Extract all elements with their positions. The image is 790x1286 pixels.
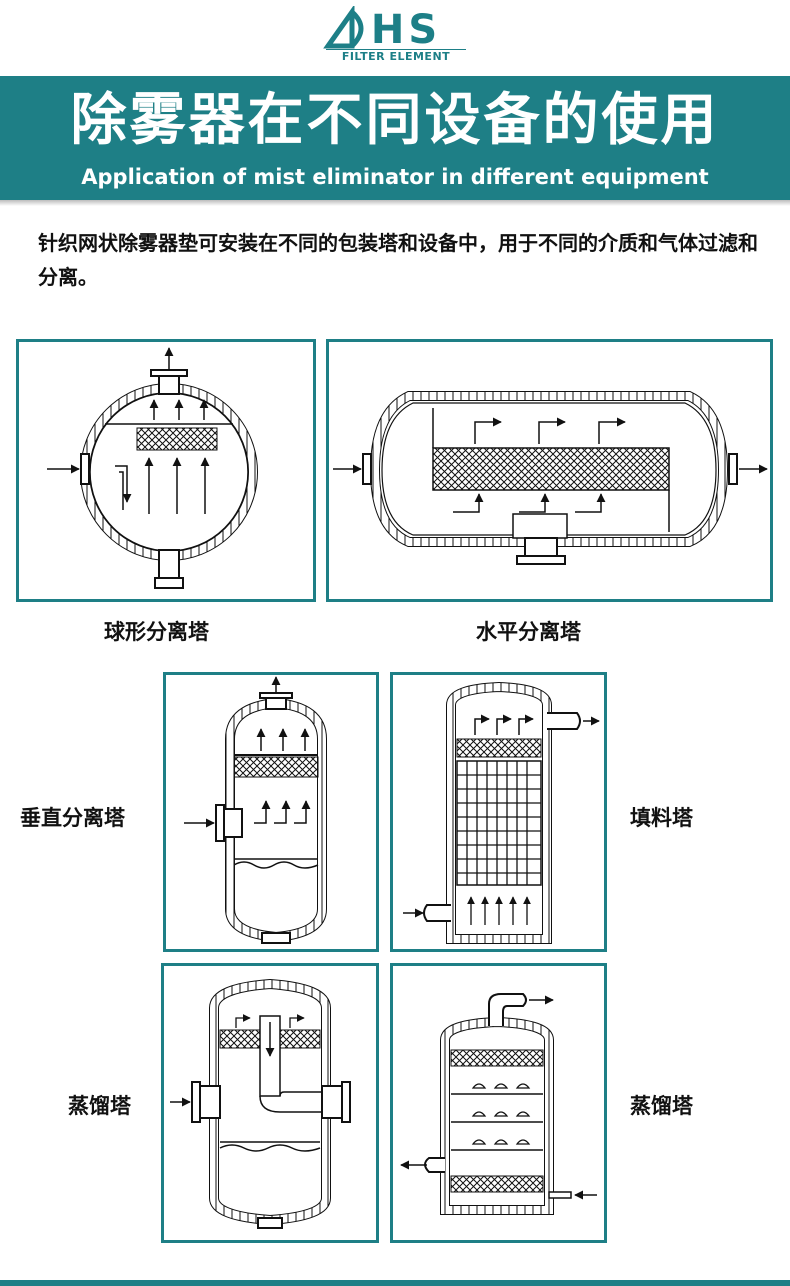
distillation-tower-right-drawing [400,993,597,1215]
distillation-tower-left-drawing [170,978,351,1229]
label-packed-tower: 填料塔 [630,806,693,830]
vertical-separator-drawing [184,676,327,944]
packed-tower-drawing [403,681,600,944]
diagram-spherical-separator [16,339,316,602]
diagram-distillation-tower-left [161,963,379,1243]
dhs-logo-icon [323,6,364,49]
diagram-packed-tower [390,672,607,952]
banner-shadow [0,200,790,206]
diagram-horizontal-separator [326,339,773,602]
horizontal-separator-drawing [333,391,768,565]
title-banner: 除雾器在不同设备的使用 Application of mist eliminat… [0,76,790,200]
footer-bar [0,1280,790,1286]
diagram-distillation-tower-right [390,963,607,1243]
page-subtitle: Application of mist eliminator in differ… [81,165,709,189]
label-spherical-separator: 球形分离塔 [104,620,209,644]
spherical-separator-drawing [47,347,258,589]
brand-divider [326,49,466,50]
label-distillation-tower-right: 蒸馏塔 [630,1094,693,1118]
brand-name: HS [370,7,442,53]
intro-text: 针织网状除雾器垫可安装在不同的包装塔和设备中，用于不同的介质和气体过滤和分离。 [38,231,758,289]
label-horizontal-separator: 水平分离塔 [476,620,581,644]
diagram-vertical-separator [163,672,379,952]
label-distillation-tower-left: 蒸馏塔 [68,1094,131,1118]
label-vertical-separator: 垂直分离塔 [20,806,125,830]
brand-tagline: FILTER ELEMENT [341,50,451,63]
header-logo: HS FILTER ELEMENT [0,0,790,74]
page-title: 除雾器在不同设备的使用 [70,88,720,153]
